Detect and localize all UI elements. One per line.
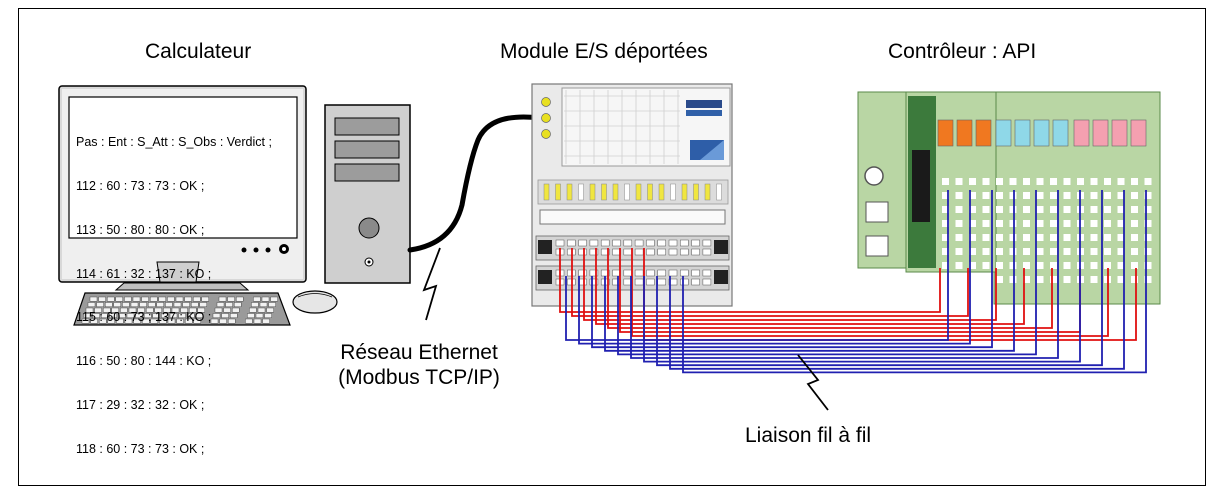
mouse [292, 290, 338, 314]
screen-line: 118 : 60 : 73 : 73 : OK ; [76, 441, 205, 456]
screen-line: 116 : 50 : 80 : 144 : KO ; [76, 354, 212, 369]
tower-unit [324, 104, 411, 284]
network-label-line2: (Modbus TCP/IP) [338, 366, 500, 389]
network-label: Réseau Ethernet (Modbus TCP/IP) [304, 340, 534, 390]
plc-controller [857, 91, 1161, 305]
screen-line: Pas : Ent : S_Att : S_Obs : Verdict ; [76, 135, 272, 150]
controller-title: Contrôleur : API [888, 40, 1037, 63]
network-label-line1: Réseau Ethernet [340, 341, 498, 364]
screen-line: 114 : 61 : 32 : 137 : KO ; [76, 266, 212, 281]
wire-bundle [559, 190, 1147, 374]
screen-line: 113 : 50 : 80 : 80 : OK ; [76, 222, 205, 237]
wiring-arrow [797, 354, 829, 411]
keyboard [73, 292, 291, 326]
screen-results-table: Pas : Ent : S_Att : S_Obs : Verdict ; 11… [76, 106, 272, 471]
wiring-label: Liaison fil à fil [745, 424, 872, 447]
ethernet-cable [407, 114, 543, 253]
screen-line: 115 : 60 : 73 : 137 : KO ; [76, 310, 212, 325]
network-arrow [422, 247, 441, 321]
monitor [58, 85, 307, 291]
computer-title: Calculateur [145, 40, 252, 63]
screen-line: 112 : 60 : 73 : 73 : OK ; [76, 178, 205, 193]
module-title: Module E/S déportées [500, 40, 708, 63]
screen-line: 117 : 29 : 32 : 32 : OK ; [76, 397, 205, 412]
